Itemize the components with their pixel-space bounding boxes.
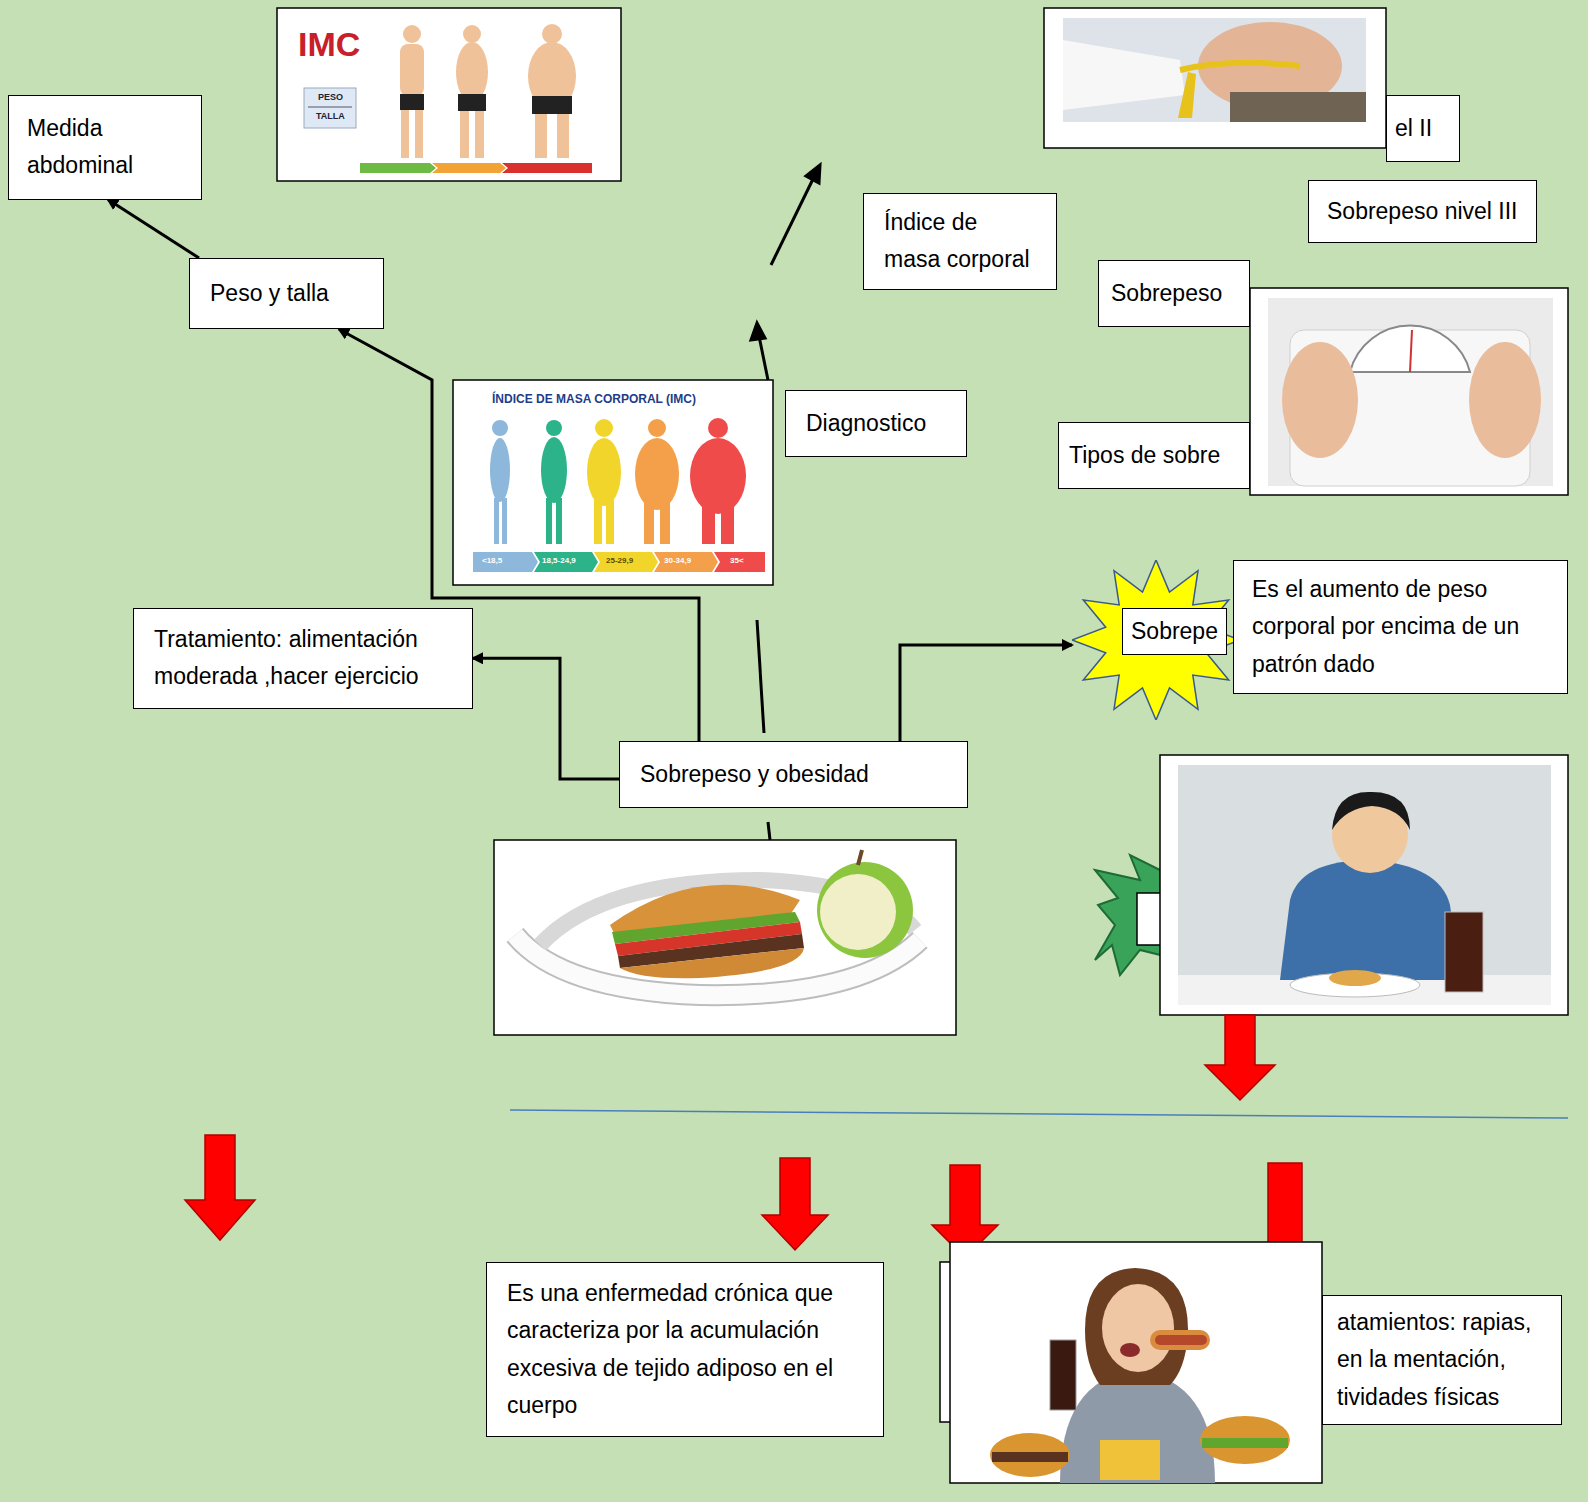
woman-eating-picture	[950, 1242, 1322, 1483]
text-box: Índice de masa corporal	[863, 193, 1057, 290]
picture-label: PESO	[318, 93, 343, 103]
central-topic: Sobrepeso y obesidad	[619, 741, 968, 808]
node-text: el II	[1395, 110, 1451, 147]
text-box: atamientos: rapias, en la mentación, tiv…	[1322, 1295, 1562, 1425]
burst-fill	[1072, 560, 1240, 720]
node-text: Es una enfermedad crónica que caracteriz…	[507, 1275, 863, 1424]
text-box: Tratamiento: alimentación moderada ,hace…	[133, 608, 473, 709]
node-text: Tratamiento: alimentación moderada ,hace…	[154, 621, 452, 696]
text-box: Tipos de sobre	[1058, 422, 1250, 489]
node-text: Sobrepeso y obesidad	[640, 756, 947, 793]
node-text: atamientos: rapias, en la mentación, tiv…	[1337, 1304, 1547, 1416]
text-box: Sobrepeso	[1098, 260, 1250, 327]
node-text: Tipos de sobre	[1069, 437, 1239, 474]
text-box: el II	[1386, 95, 1460, 162]
picture-label: ÍNDICE DE MASA CORPORAL (IMC)	[492, 393, 696, 406]
connector-arrow	[108, 200, 199, 259]
scale-photo	[1250, 288, 1568, 495]
red-arrows	[185, 1015, 1302, 1258]
measuring-photo	[1044, 8, 1386, 148]
node-text: Peso y talla	[210, 275, 363, 312]
burst-shape: Sobrepe	[1072, 560, 1240, 720]
text-box: Peso y talla	[189, 258, 384, 329]
definition-box: Es una enfermedad crónica que caracteriz…	[486, 1262, 884, 1437]
picture-label: IMC	[298, 26, 360, 63]
connector-arrow	[473, 658, 619, 779]
picture-label: 18,5-24,9	[542, 557, 576, 566]
bmi-chart-picture	[453, 380, 773, 585]
node-text: Medida abdominal	[27, 110, 183, 185]
text-box: Sobrepeso nivel III	[1308, 180, 1537, 243]
picture-label: 30-34,9	[664, 557, 691, 566]
leader-arrows	[751, 165, 820, 840]
node-text: Sobrepeso nivel III	[1327, 193, 1518, 230]
boy-photo	[1160, 755, 1568, 1015]
text-box: Medida abdominal	[8, 95, 202, 200]
node-text: Es el aumento de peso corporal por encim…	[1252, 571, 1549, 683]
picture-label: 35<	[730, 557, 744, 566]
picture-label: 25-29,9	[606, 557, 633, 566]
node-text: Índice de masa corporal	[884, 204, 1036, 279]
burger-picture	[494, 840, 956, 1035]
text-box: Diagnostico	[785, 390, 967, 457]
node-text: Diagnostico	[806, 405, 946, 442]
picture-label: <18,5	[482, 557, 502, 566]
picture-label: TALLA	[316, 112, 345, 122]
node-text: Sobrepe	[1122, 608, 1227, 655]
node-text: Sobrepeso	[1111, 275, 1237, 312]
imc-picture	[277, 8, 621, 181]
connector-arrow	[900, 645, 1072, 741]
definition-box: Es el aumento de peso corporal por encim…	[1233, 560, 1568, 694]
divider-line	[510, 1110, 1568, 1118]
